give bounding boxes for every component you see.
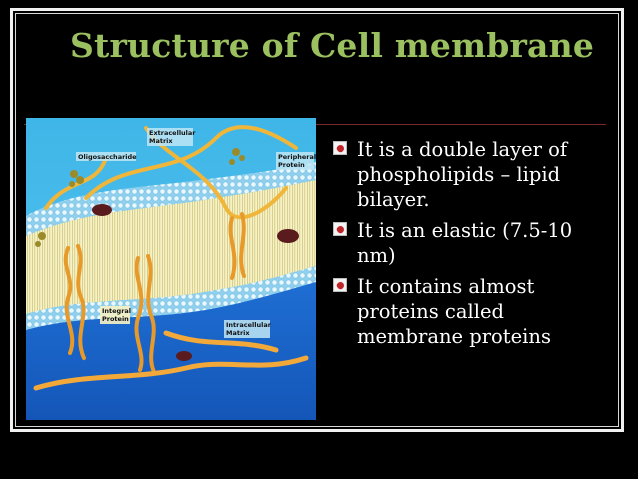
bullet-item: It is an elastic (7.5-10 nm) bbox=[333, 218, 615, 268]
bullet-text: It is an elastic (7.5-10 nm) bbox=[357, 219, 573, 267]
oligosaccharides bbox=[35, 148, 245, 247]
heart-bullet-icon bbox=[333, 141, 347, 155]
cytoskeleton bbox=[33, 330, 309, 391]
integral-proteins bbox=[63, 212, 246, 374]
slide-title: Structure of Cell membrane bbox=[70, 26, 595, 65]
heart-bullet-icon bbox=[333, 222, 347, 236]
cell-membrane-diagram: Extracellular Matrix Oligosaccharide Per… bbox=[26, 118, 316, 420]
label-peripheral: Peripheral bbox=[278, 153, 316, 161]
heart-bullet-icon bbox=[333, 278, 347, 292]
bullet-item: It contains almost proteins called membr… bbox=[333, 274, 615, 349]
label-oligosaccharide: Oligosaccharide bbox=[78, 153, 137, 161]
label-extracellular-matrix: Matrix bbox=[149, 137, 173, 145]
peripheral-proteins bbox=[92, 204, 299, 361]
bullet-text: It is a double layer of phospholipids – … bbox=[357, 138, 568, 211]
label-integral-protein: Protein bbox=[102, 315, 129, 323]
bullet-list: It is a double layer of phospholipids – … bbox=[333, 137, 615, 355]
label-extracellular: Extracellular bbox=[149, 129, 196, 137]
bullet-item: It is a double layer of phospholipids – … bbox=[333, 137, 615, 212]
label-peripheral-protein: Protein bbox=[278, 161, 305, 169]
label-intracellular: Intracellular bbox=[226, 321, 272, 329]
bullet-text: It contains almost proteins called membr… bbox=[357, 275, 551, 348]
label-integral: Integral bbox=[102, 307, 131, 315]
slide-inner-border bbox=[15, 13, 619, 427]
slide-outer-border bbox=[10, 8, 624, 432]
label-intracellular-matrix: Matrix bbox=[226, 329, 250, 337]
lower-head-layer bbox=[26, 266, 316, 330]
upper-head-layer bbox=[26, 162, 316, 236]
